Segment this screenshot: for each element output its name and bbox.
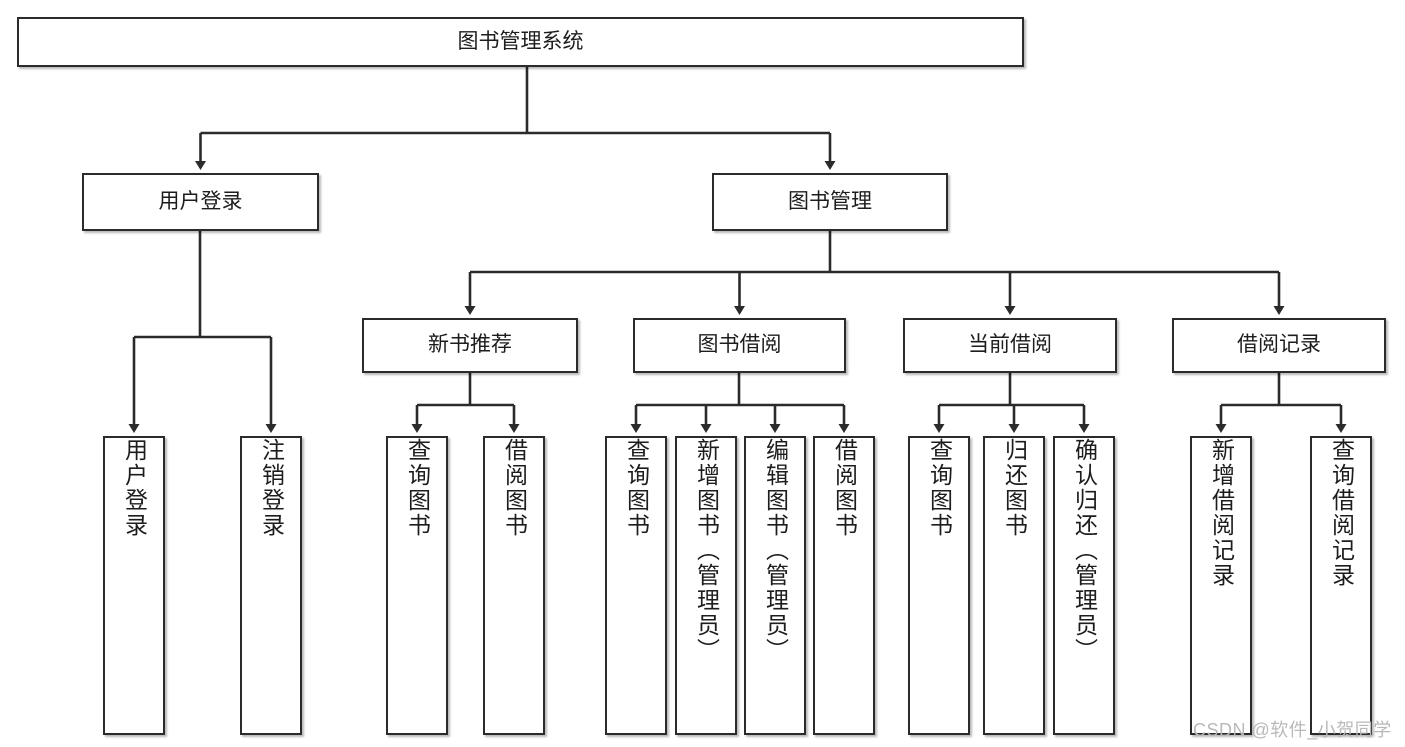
node-leaf-nb-q[interactable]: 查询图书 <box>386 436 448 735</box>
node-label-leaf-login: 用户登录 <box>121 438 148 538</box>
node-leaf-login[interactable]: 用户登录 <box>103 436 165 735</box>
node-label-leaf-logout: 注销登录 <box>258 438 285 538</box>
node-leaf-br-ed[interactable]: 编辑图书（管理员） <box>744 436 806 735</box>
node-leaf-br-add[interactable]: 新增图书（管理员） <box>675 436 737 735</box>
node-label-login: 用户登录 <box>158 189 243 213</box>
node-label-leaf-cu-r: 归还图书 <box>1001 438 1028 538</box>
node-leaf-br-q[interactable]: 查询图书 <box>605 436 667 735</box>
node-leaf-br-bo[interactable]: 借阅图书 <box>813 436 875 735</box>
csdn-watermark: CSDN @软件_小贺同学 <box>1193 720 1392 740</box>
node-leaf-rc-q[interactable]: 查询借阅记录 <box>1310 436 1372 735</box>
node-root[interactable]: 图书管理系统 <box>17 17 1024 67</box>
node-label-leaf-rc-q: 查询借阅记录 <box>1328 438 1355 588</box>
node-current[interactable]: 当前借阅 <box>903 318 1117 373</box>
node-label-leaf-cu-c: 确认归还（管理员） <box>1071 438 1098 663</box>
node-label-current: 当前借阅 <box>968 333 1052 357</box>
node-label-leaf-nb-b: 借阅图书 <box>501 438 528 538</box>
node-label-leaf-rc-add: 新增借阅记录 <box>1208 438 1235 588</box>
node-label-leaf-br-q: 查询图书 <box>623 438 650 538</box>
node-label-leaf-br-bo: 借阅图书 <box>831 438 858 538</box>
node-label-records: 借阅记录 <box>1237 333 1321 357</box>
node-label-leaf-br-ed: 编辑图书（管理员） <box>762 438 789 663</box>
node-leaf-rc-add[interactable]: 新增借阅记录 <box>1190 436 1252 735</box>
node-label-root: 图书管理系统 <box>457 29 584 53</box>
connector-lines <box>128 67 1347 433</box>
node-leaf-nb-b[interactable]: 借阅图书 <box>483 436 545 735</box>
node-newbooks[interactable]: 新书推荐 <box>362 318 578 373</box>
node-label-leaf-nb-q: 查询图书 <box>404 438 431 538</box>
node-label-leaf-cu-q: 查询图书 <box>926 438 953 538</box>
node-leaf-cu-r[interactable]: 归还图书 <box>983 436 1045 735</box>
node-label-bookmgmt: 图书管理 <box>788 189 872 213</box>
node-leaf-logout[interactable]: 注销登录 <box>240 436 302 735</box>
node-leaf-cu-c[interactable]: 确认归还（管理员） <box>1053 436 1115 735</box>
node-label-leaf-br-add: 新增图书（管理员） <box>693 438 720 663</box>
node-label-borrow: 图书借阅 <box>697 333 782 357</box>
node-bookmgmt[interactable]: 图书管理 <box>712 173 948 231</box>
node-records[interactable]: 借阅记录 <box>1172 318 1386 373</box>
node-borrow[interactable]: 图书借阅 <box>633 318 846 373</box>
node-leaf-cu-q[interactable]: 查询图书 <box>908 436 970 735</box>
node-label-newbooks: 新书推荐 <box>428 333 512 357</box>
node-login[interactable]: 用户登录 <box>82 173 319 231</box>
